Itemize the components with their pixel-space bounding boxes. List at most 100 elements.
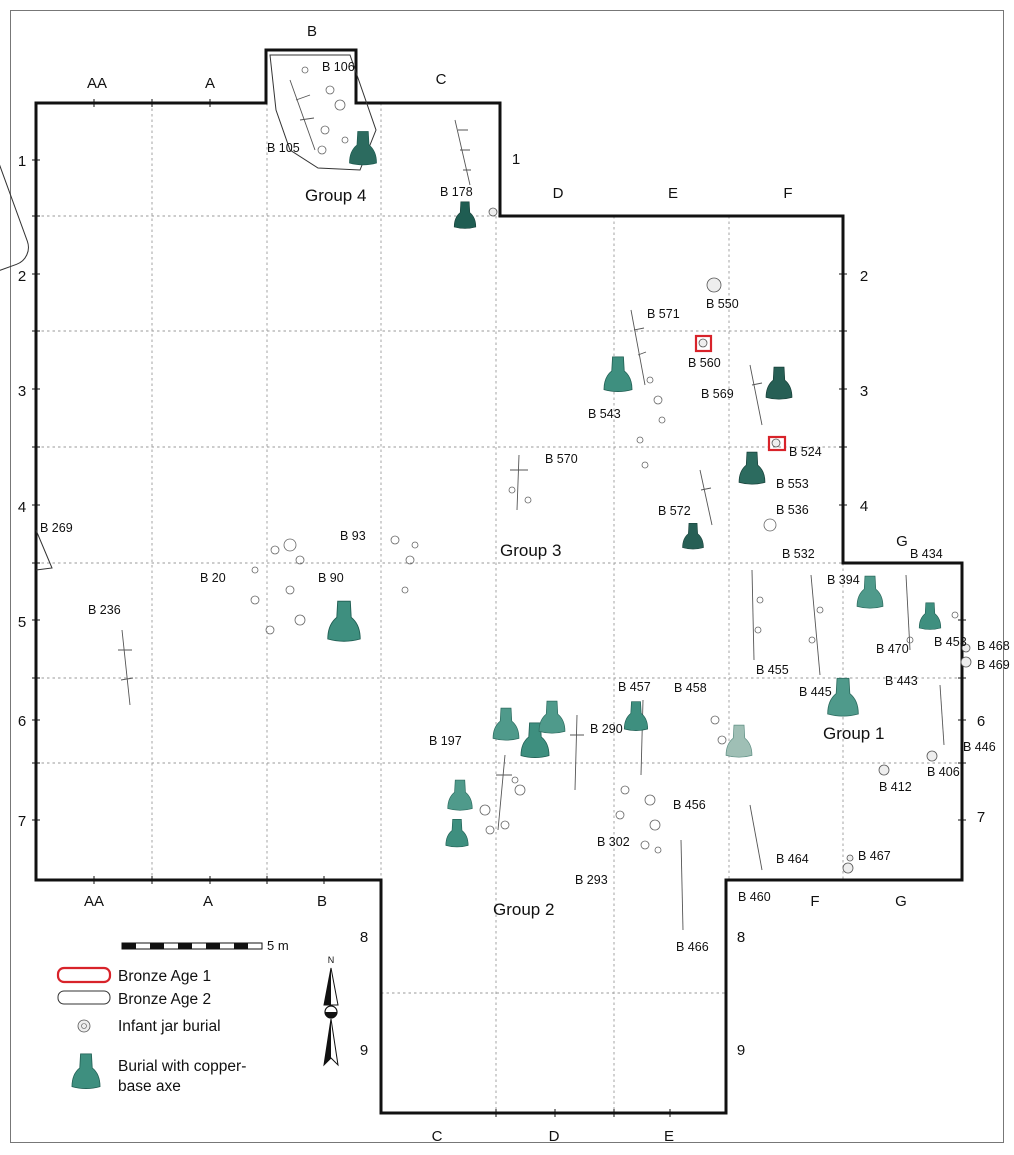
jar-b406	[926, 750, 938, 762]
label-b90: B 90	[318, 571, 344, 585]
col-label-bottom-a: A	[203, 893, 213, 910]
grave-b105-b106	[269, 54, 377, 171]
label-b434: B 434	[910, 547, 943, 561]
label-b178: B 178	[440, 185, 473, 199]
axe-b90	[327, 600, 361, 642]
col-label-bottom-aa: AA	[84, 893, 104, 910]
col-label-top-g: G	[896, 533, 908, 550]
legend-label-infant-jar: Infant jar burial	[118, 1018, 221, 1035]
label-b460: B 460	[738, 890, 771, 904]
jar-b560	[698, 338, 708, 348]
label-b553: B 553	[776, 477, 809, 491]
label-b394: B 394	[827, 573, 860, 587]
label-b453: B 453	[934, 635, 967, 649]
col-label-bottom-f: F	[810, 893, 819, 910]
boundary-ticks	[32, 99, 966, 1117]
legend-swatch-bronze-age-2	[57, 990, 111, 1005]
infant-jar-burials	[488, 207, 972, 874]
group-3-label: Group 3	[500, 541, 561, 560]
label-b572: B 572	[658, 504, 691, 518]
axe-b105	[349, 131, 377, 166]
col-label-bottom-b: B	[317, 893, 327, 910]
label-b571: B 571	[647, 307, 680, 321]
jar-near-b178	[488, 207, 498, 217]
legend-axe-icon	[71, 1053, 101, 1089]
axe-b394	[856, 575, 884, 609]
col-label-bottom-g: G	[895, 893, 907, 910]
label-b536: B 536	[776, 503, 809, 517]
label-b570: B 570	[545, 452, 578, 466]
label-b197: B 197	[429, 734, 462, 748]
label-b93: B 93	[340, 529, 366, 543]
row-label-left-1: 1	[18, 153, 26, 170]
label-b569: B 569	[701, 387, 734, 401]
grave-b524	[767, 435, 787, 452]
jar-b468	[961, 643, 971, 653]
label-b468: B 468	[977, 639, 1010, 653]
grid-column-labels: AA A B C D E F G AA A B C D E F G	[84, 23, 908, 1145]
row-label-left-2: 2	[18, 268, 26, 285]
col-label-top-aa: AA	[87, 75, 107, 92]
axe-b569	[765, 366, 793, 400]
axe-b553	[738, 451, 766, 485]
label-b446: B 446	[963, 740, 996, 754]
grave-b560	[694, 334, 713, 353]
axe-b197e	[445, 819, 469, 848]
row-label-left-7: 7	[18, 813, 26, 830]
col-label-top-b: B	[307, 23, 317, 40]
axe-b571	[603, 356, 633, 392]
col-label-bottom-e: E	[664, 1128, 674, 1145]
row-label-left-5: 5	[18, 614, 26, 631]
label-b20: B 20	[200, 571, 226, 585]
label-b464: B 464	[776, 852, 809, 866]
excavation-boundary	[34, 48, 964, 1115]
row-label-right-2: 2	[860, 268, 868, 285]
row-label-left-6: 6	[18, 713, 26, 730]
group-labels: Group 4 Group 3 Group 2 Group 1	[305, 186, 884, 919]
grid-row-labels: 1 2 3 4 5 6 7 1 2 3 4 6 7 8 9 8 9	[18, 151, 985, 1059]
label-b412: B 412	[879, 780, 912, 794]
label-b469: B 469	[977, 658, 1010, 672]
bronze-age-2-graves	[0, 54, 377, 571]
row-label-right-3: 3	[860, 383, 868, 400]
label-b293: B 293	[575, 873, 608, 887]
legend: Bronze Age 1 Bronze Age 2 Infant jar bur…	[56, 966, 246, 1095]
jar-b550	[706, 277, 722, 293]
excavation-grid	[36, 103, 962, 1113]
axe-b197d	[447, 779, 473, 811]
jar-b467	[846, 854, 854, 862]
label-b470: B 470	[876, 642, 909, 656]
col-label-top-d: D	[553, 185, 564, 202]
legend-label-axe-line2: base axe	[118, 1078, 181, 1095]
label-b560: B 560	[688, 356, 721, 370]
grave-b269	[35, 529, 53, 571]
grave-goods	[250, 66, 959, 854]
north-label: N	[328, 955, 335, 965]
label-b105: B 105	[267, 141, 300, 155]
label-b443: B 443	[885, 674, 918, 688]
bronze-age-1-graves	[694, 334, 787, 452]
axe-b197a	[492, 707, 520, 741]
row-label-right-7: 7	[977, 809, 985, 826]
col-label-top-e: E	[668, 185, 678, 202]
col-label-bottom-c: C	[432, 1128, 443, 1145]
label-b106: B 106	[322, 60, 355, 74]
label-b269: B 269	[40, 521, 73, 535]
row-label-left-4: 4	[18, 499, 26, 516]
scale-bar: 5 m	[121, 938, 289, 953]
label-b455: B 455	[756, 663, 789, 677]
burial-labels: B 106 B 105 B 178 B 550 B 571 B 560 B 56…	[40, 60, 1010, 954]
label-b550: B 550	[706, 297, 739, 311]
jar-b524	[771, 438, 781, 448]
label-b457: B 457	[618, 680, 651, 694]
north-arrow: N	[323, 955, 339, 1067]
jar-b467b	[842, 862, 854, 874]
axe-b197c	[538, 700, 566, 734]
label-b456: B 456	[673, 798, 706, 812]
label-b445: B 445	[799, 685, 832, 699]
row-label-right-6: 6	[977, 713, 985, 730]
axe-b458	[725, 724, 753, 758]
figure-frame	[10, 10, 1004, 1143]
